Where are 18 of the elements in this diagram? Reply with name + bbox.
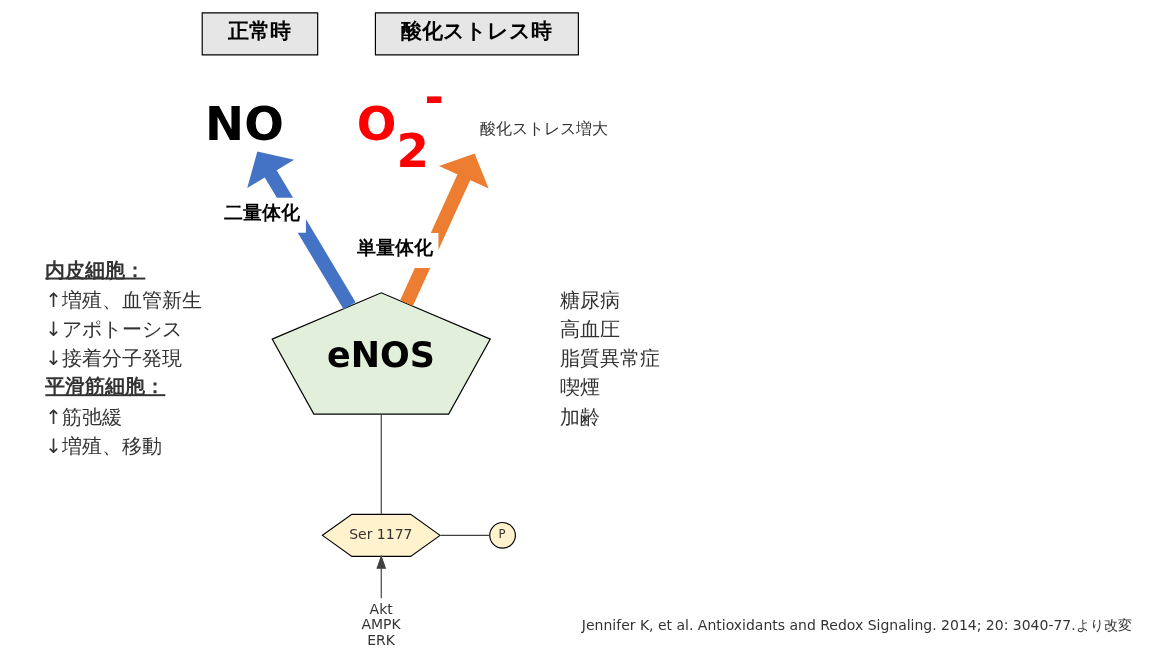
label: ↑筋弛緩 [44, 405, 122, 429]
label: 内皮細胞： [44, 258, 145, 282]
label: 平滑筋細胞： [44, 375, 165, 399]
label: ↓アポトーシス [44, 318, 182, 342]
label: ↓増殖、移動 [44, 434, 162, 458]
edge-label: 単量体化 [356, 236, 433, 258]
label: ↑増殖、血管新生 [44, 288, 202, 312]
label: 脂質異常症 [559, 347, 660, 371]
label: ↓接着分子発現 [44, 347, 182, 371]
label: Jennifer K, et al. Antioxidants and Redox Signaling. 2014; 20: 3040-77.より改変 [581, 616, 1132, 633]
label: 加齢 [559, 405, 600, 429]
node-label: 酸化ストレス増大 [479, 118, 608, 138]
label: 糖尿病 [559, 288, 620, 312]
label: 喫煙 [559, 376, 600, 400]
edge-label: 二量体化 [223, 201, 300, 223]
node-text: NO [204, 96, 284, 151]
label: 高血圧 [559, 318, 620, 342]
node-text: Akt AMPK ERK [360, 601, 401, 648]
